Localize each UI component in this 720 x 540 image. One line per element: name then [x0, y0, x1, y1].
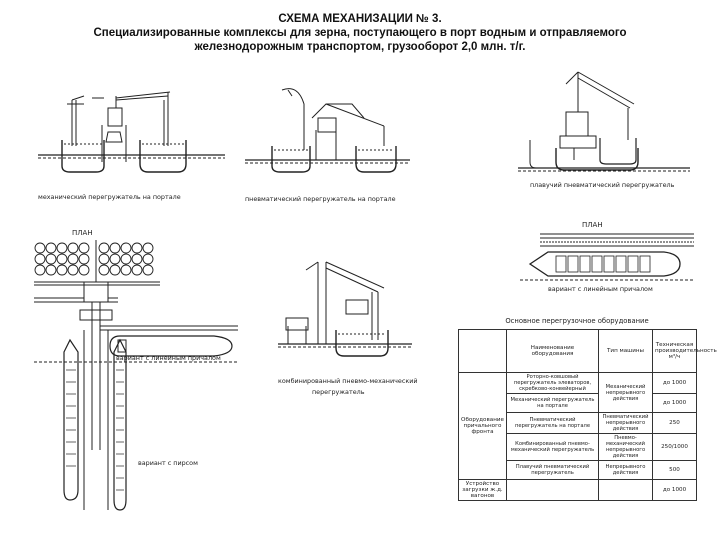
table-header-blank [458, 329, 507, 373]
table-cell-name: Механический перегружатель на портале [506, 393, 599, 413]
table-header-row: Наименование оборудования Тип машины Тех… [458, 329, 717, 373]
table-cell-name: Роторно-ковшовый перегружатель элеваторо… [506, 372, 599, 394]
plan-left-label: ПЛАН [72, 229, 93, 237]
table-group-rail: Устройство загрузки ж.д. вагонов [458, 479, 507, 501]
floating-transloader-caption: плавучий пневматический перегружатель [530, 181, 675, 189]
pneumatic-transloader-drawing [245, 88, 410, 173]
table-header-type: Тип машины [598, 329, 653, 373]
combined-transloader-caption-2: перегружатель [312, 388, 365, 396]
table-cell-capacity: до 1000 [652, 372, 697, 394]
portal-transloader-drawing [38, 91, 225, 173]
table-cell-type: Непрерывного действия [598, 460, 653, 480]
table-header-name: Наименование оборудования [506, 329, 599, 373]
table-row: Плавучий пневматический перегружатель Не… [459, 460, 697, 480]
table-cell-type: Пневмо-механический непрерывного действи… [598, 433, 653, 461]
equipment-table: Наименование оборудования Тип машины Тех… [458, 329, 717, 501]
table-cell-name: Плавучий пневматический перегружатель [506, 460, 599, 480]
pneumatic-transloader-caption: пневматический перегружатель на портале [245, 195, 396, 203]
table-cell-type: Механический непрерывного действия [598, 372, 653, 413]
table-group-berth: Оборудование причального фронта [458, 372, 507, 480]
table-cell-capacity: до 1000 [652, 479, 697, 501]
table-cell-capacity: 500 [652, 460, 697, 480]
title-line-2: Специализированные комплексы для зерна, … [93, 27, 627, 39]
table-row: Комбинированный пневмо-механический пере… [459, 433, 697, 461]
pier-plan-drawing [34, 240, 238, 511]
floating-transloader-drawing [518, 71, 690, 172]
table-cell-name: Пневматический перегружатель на портале [506, 412, 599, 434]
table-row: Механический перегружатель на портале до… [459, 393, 697, 413]
portal-transloader-caption: механический перегружатель на портале [38, 193, 181, 201]
table-row: Устройство загрузки ж.д. вагонов до 1000 [458, 479, 697, 501]
variant-pier-caption: вариант с пирсом [138, 459, 198, 467]
plan-right-label: ПЛАН [582, 221, 603, 229]
table-cell-capacity: 250 [652, 412, 697, 434]
table-cell-type [598, 479, 653, 501]
silo-grid [34, 242, 154, 276]
table-cell-capacity: до 1000 [652, 393, 697, 413]
title-line-3: железнодорожным транспортом, грузооборот… [194, 41, 526, 53]
combined-transloader-caption-1: комбинированный пневмо-механический [278, 377, 418, 385]
variant-linear-right-caption: вариант с линейным причалом [548, 285, 653, 293]
table-cell-type: Пневматический непрерывного действия [598, 412, 653, 434]
variant-linear-left-caption: вариант с линейным причалом [116, 354, 221, 362]
combined-transloader-drawing [278, 261, 412, 357]
table-header-capacity: Техническая производительность м³/ч [652, 329, 717, 373]
page-title: СХЕМА МЕХАНИЗАЦИИ № 3. Специализированны… [60, 12, 660, 54]
table-cell-capacity: 250/1000 [652, 433, 697, 461]
equipment-table-caption: Основное перегрузочное оборудование [505, 317, 649, 325]
table-cell-name: Комбинированный пневмо-механический пере… [506, 433, 599, 461]
equipment-table-block: Основное перегрузочное оборудование Наим… [458, 317, 717, 501]
linear-berth-plan-drawing [520, 233, 694, 281]
table-row: Оборудование причального фронта Роторно-… [458, 372, 697, 480]
table-cell-name [506, 479, 599, 501]
title-line-1: СХЕМА МЕХАНИЗАЦИИ № 3. [278, 13, 442, 25]
